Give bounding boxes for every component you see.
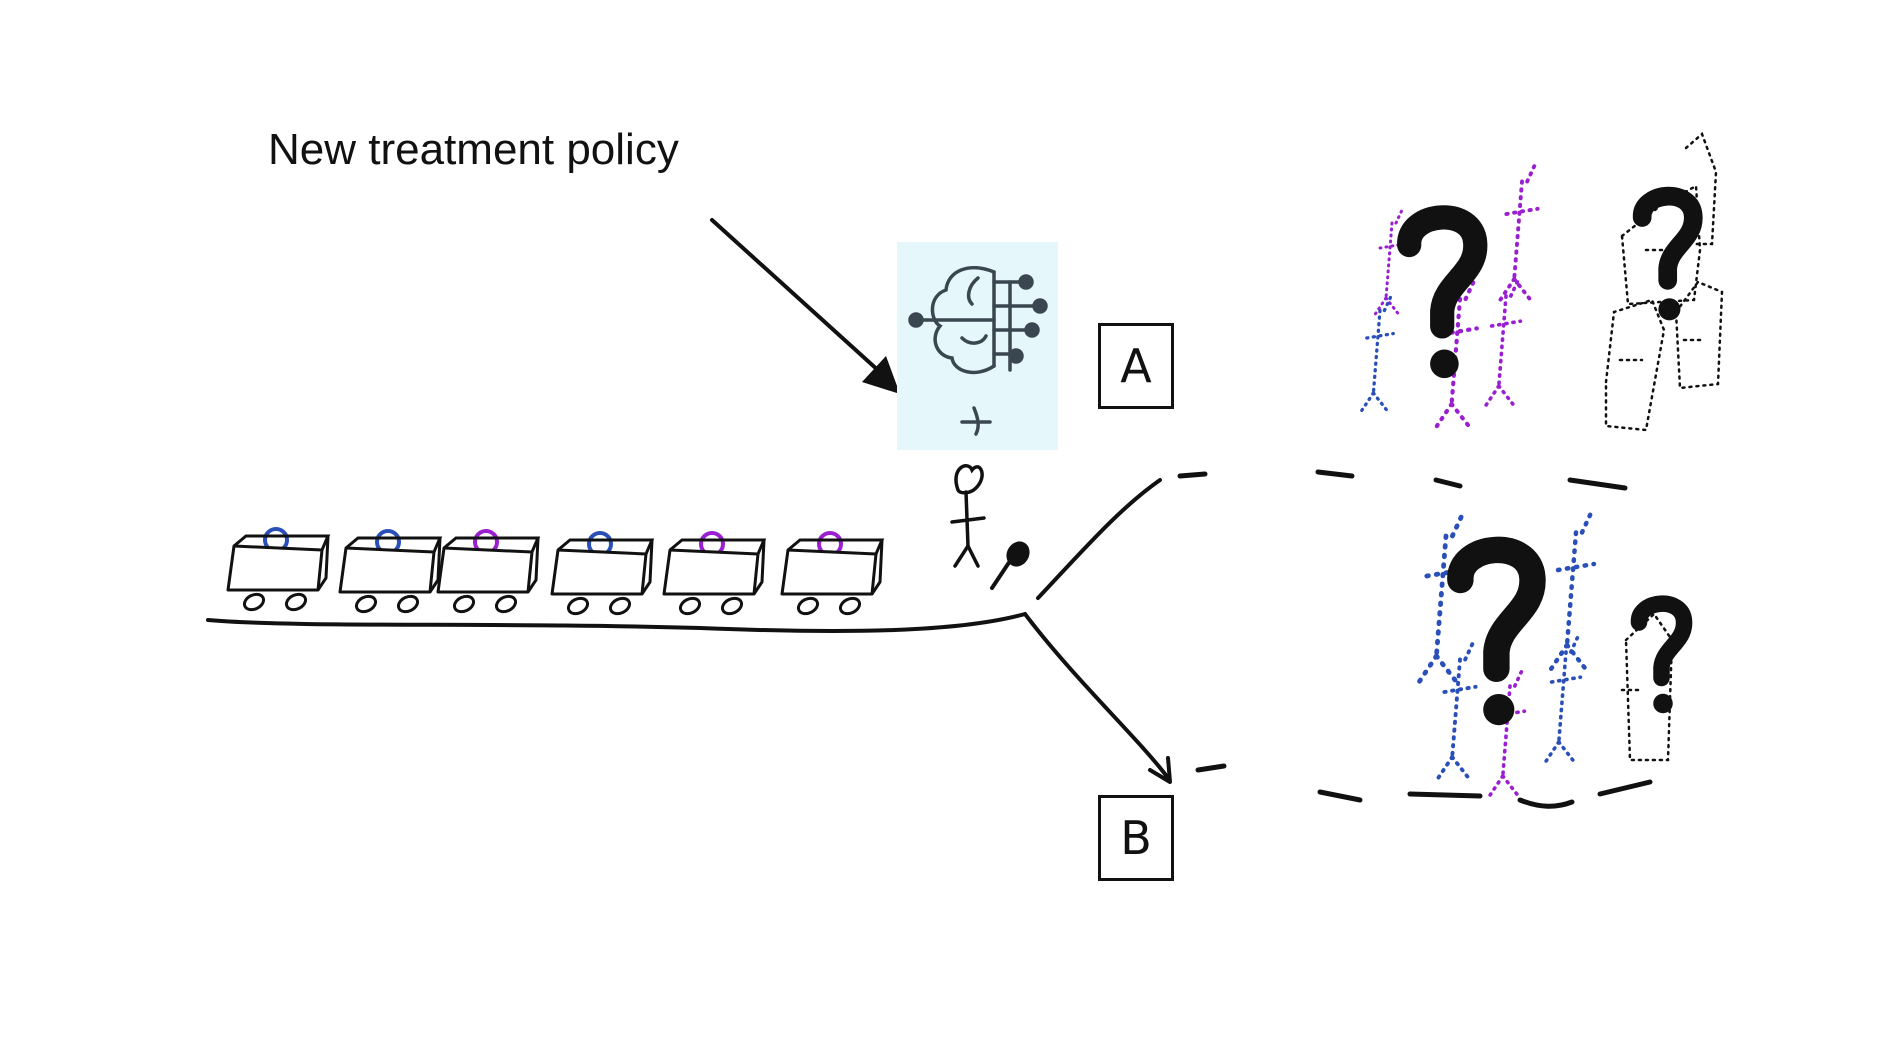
patient-cart: [662, 531, 766, 619]
question-marks: [1397, 186, 1703, 726]
patient-cart: [338, 529, 442, 617]
question-mark-icon: [1447, 536, 1546, 726]
plus-sign: [960, 406, 992, 436]
patient-cart: [780, 531, 884, 619]
cart: [226, 534, 330, 615]
cart: [550, 538, 654, 619]
branch-track-a: [1036, 478, 1162, 600]
brain-circuit-icon: [908, 266, 1048, 375]
caption-new-treatment-policy: New treatment policy: [268, 125, 679, 174]
cart: [338, 536, 442, 617]
branch-b-arrowhead: [1148, 756, 1172, 784]
operator-stick-figure: [950, 464, 986, 568]
track-lever: [990, 541, 1030, 590]
policy-arrowhead: [862, 356, 900, 394]
patient-cart: [436, 529, 540, 617]
dotted-person: [1417, 515, 1465, 685]
patient-cart: [550, 531, 654, 619]
dotted-person: [1372, 208, 1406, 318]
branch-track-b: [1023, 612, 1170, 780]
question-mark-icon: [1397, 205, 1488, 379]
track-label-a: A: [1098, 323, 1174, 409]
main-track: [206, 612, 1027, 634]
dotted-person: [1486, 668, 1527, 800]
dashed-track-b: [1195, 763, 1653, 809]
policy-arrow-line: [710, 218, 882, 374]
question-mark-icon: [1632, 186, 1703, 321]
track-b-houses: [1620, 612, 1674, 762]
cart: [662, 538, 766, 619]
track-label-b: B: [1098, 795, 1174, 881]
dotted-person: [1549, 513, 1594, 672]
patient-cart: [226, 527, 330, 615]
dashed-track-a: [1177, 469, 1628, 491]
cart: [436, 536, 540, 617]
question-mark-icon: [1630, 595, 1693, 714]
cart: [780, 538, 884, 619]
